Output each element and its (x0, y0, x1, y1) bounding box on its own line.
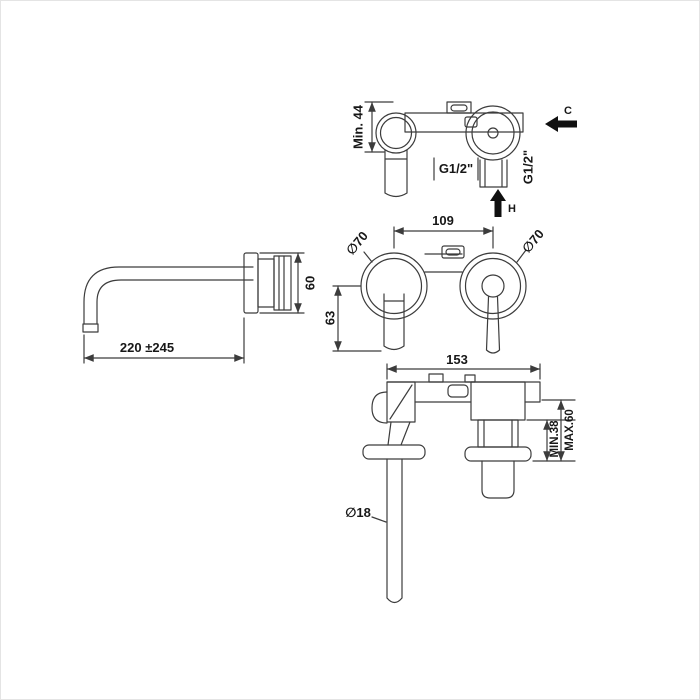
leader-dia18 (371, 516, 387, 523)
dim-63 (332, 285, 382, 352)
label-109: 109 (432, 213, 454, 228)
dim-60 (259, 252, 305, 314)
dim-reach (83, 317, 245, 364)
label-min-38: MIN.38 (549, 420, 561, 458)
spout-profile-outer (83, 266, 254, 325)
label-g12-inlet: G1/2" (521, 150, 536, 184)
handle-flange-section (464, 446, 532, 462)
label-63: 63 (323, 311, 338, 325)
leader-dia70-left (363, 251, 373, 263)
dim-153 (386, 363, 541, 380)
inwall-body-bar (386, 381, 541, 403)
label-dia70-left: ∅70 (343, 228, 371, 257)
dim-wall-depth (526, 399, 576, 462)
spout-elbow-section (371, 391, 388, 424)
inlet-connection-top (479, 159, 508, 188)
handle-rosette-circle (459, 252, 527, 320)
section-view (362, 363, 576, 604)
label-hot: H (508, 203, 516, 215)
spout-base-circle-top (375, 112, 417, 154)
spout-profile-inner (96, 279, 254, 325)
cold-flow-arrow (545, 116, 577, 132)
spout-tube-top (384, 149, 408, 198)
label-153: 153 (446, 352, 468, 367)
dim-109 (393, 226, 494, 249)
label-reach: 220 ±245 (120, 340, 174, 355)
spout-aerator (82, 323, 99, 333)
dim-min-44 (364, 101, 394, 153)
label-dia70-right: ∅70 (519, 226, 547, 255)
label-max-60: MAX.60 (564, 409, 576, 451)
handle-knob-section (481, 460, 515, 499)
top-view (364, 101, 524, 198)
spout-flange-section (362, 444, 426, 460)
label-min-44: Min. 44 (351, 104, 366, 149)
valve-body-circle-top (465, 105, 521, 161)
front-view (332, 226, 527, 354)
spout-tube-section (386, 458, 403, 604)
leader-dia70-right (516, 249, 527, 263)
spout-rosette-circle (360, 252, 428, 320)
hot-flow-arrow (490, 189, 506, 217)
spout-tube-front (383, 293, 405, 351)
label-g12-spout: G1/2" (439, 161, 473, 176)
label-cold: C (564, 105, 572, 117)
handle-lever-front (485, 296, 501, 354)
side-view (82, 252, 305, 364)
wall-plate-side (243, 252, 259, 314)
label-dia18: ∅18 (345, 505, 371, 520)
label-60: 60 (303, 276, 318, 290)
